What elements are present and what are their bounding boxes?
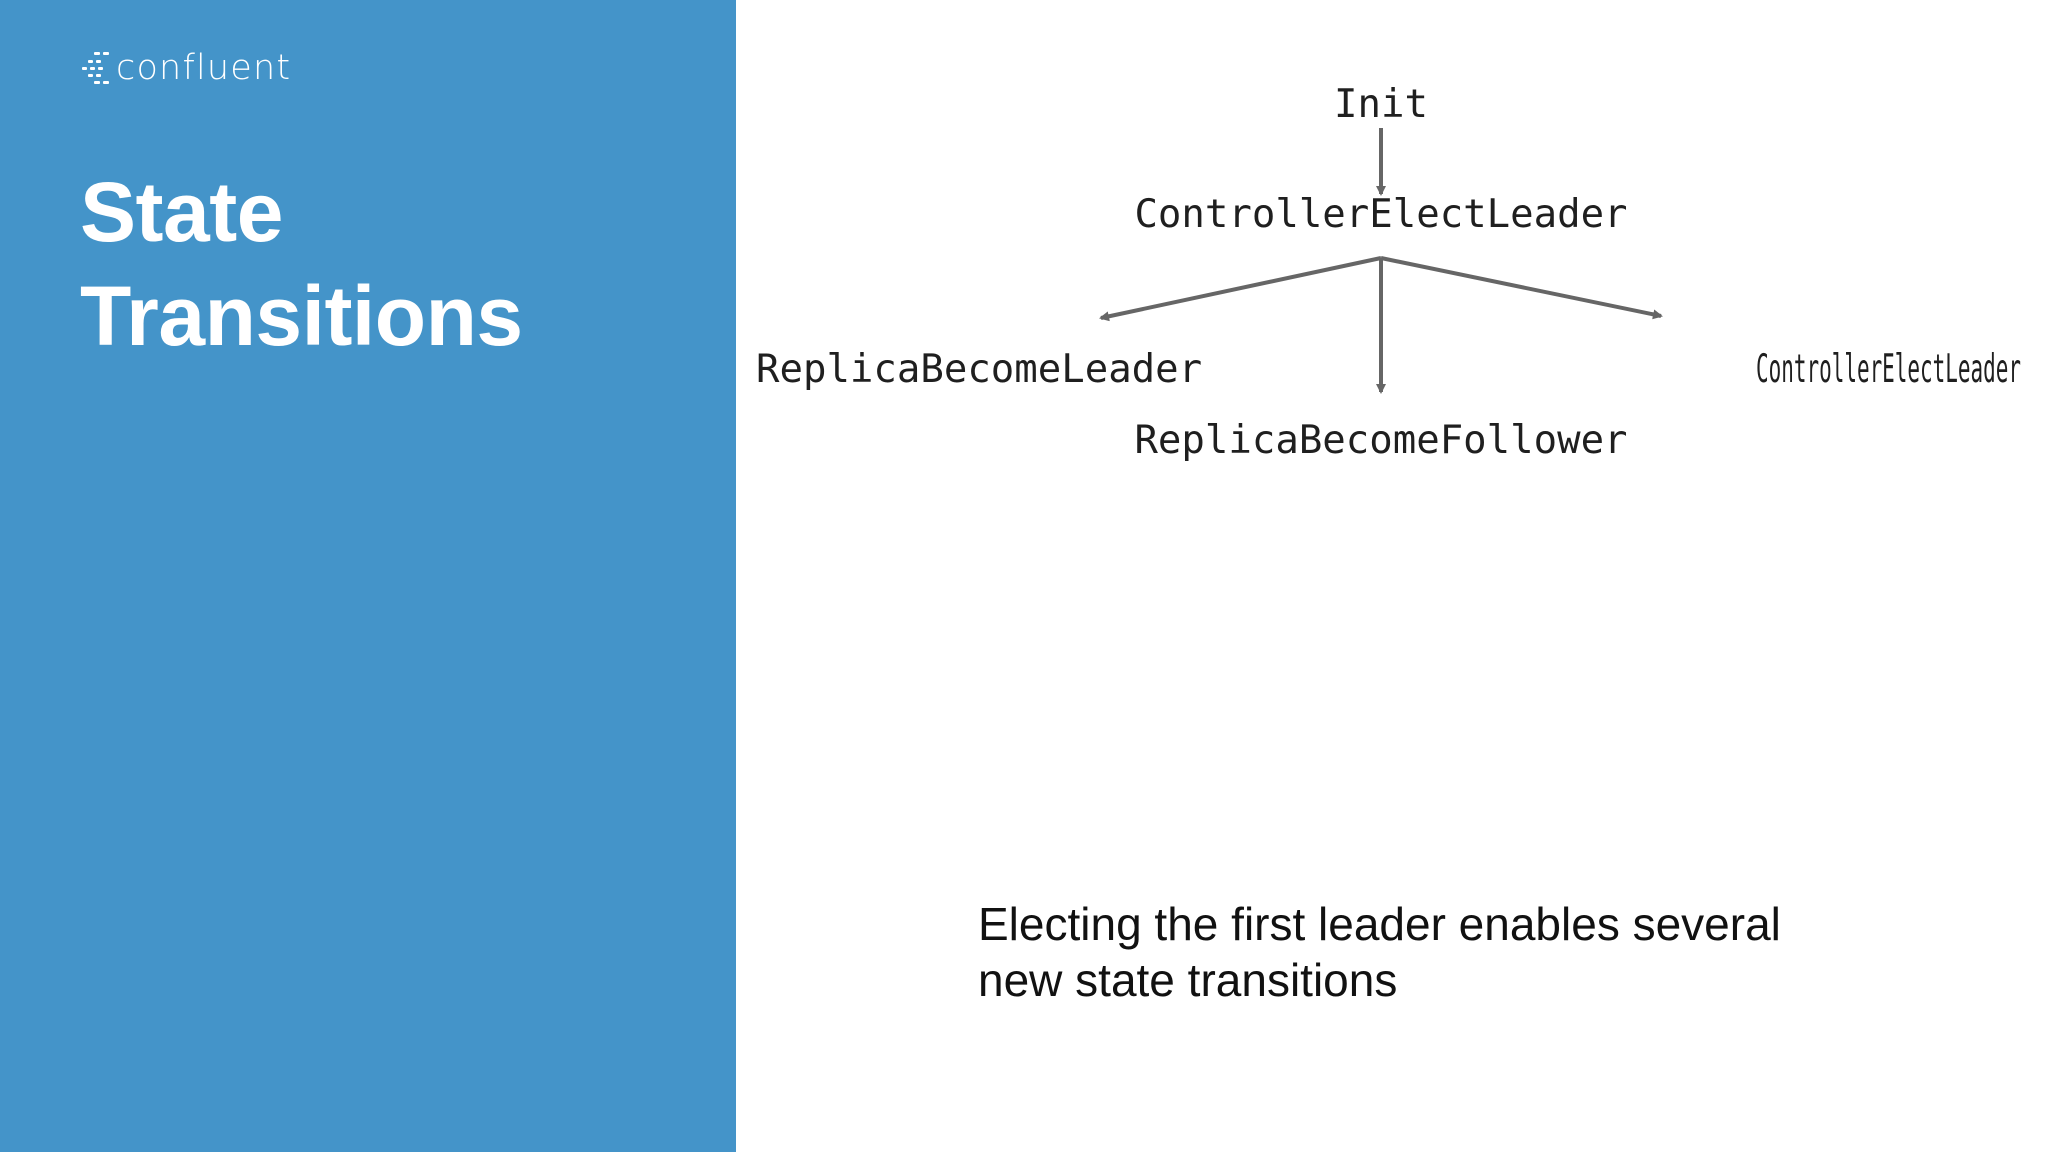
edge-controller-elect-leader-to-controller-elect-leader (1380, 256, 1663, 320)
brand-logo: confluent (82, 44, 291, 92)
caption: Electing the first leader enables severa… (978, 896, 1878, 1008)
caption-line-2: new state transitions (978, 954, 1398, 1006)
node-replica-become-leader: ReplicaBecomeLeader (756, 347, 1202, 392)
slide-title: State Transitions (80, 160, 523, 368)
node-init: Init (1334, 82, 1428, 127)
confluent-logo-icon (82, 52, 109, 84)
caption-line-1: Electing the first leader enables severa… (978, 898, 1781, 950)
node-controller-elect-leader-2: ControllerElectLeader (1756, 347, 2021, 392)
title-panel: confluent State Transitions (0, 0, 736, 1152)
state-transition-diagram-svg: Init ControllerElectLeader ReplicaBecome… (756, 82, 2021, 463)
node-replica-become-follower: ReplicaBecomeFollower (1134, 418, 1627, 463)
slide-title-line-1: State (80, 165, 283, 259)
slide-title-line-2: Transitions (80, 269, 523, 363)
state-transition-diagram: Init ControllerElectLeader ReplicaBecome… (736, 0, 2048, 520)
brand-name: confluent (116, 47, 292, 88)
edge-controller-elect-leader-to-replica-become-leader (1099, 256, 1382, 322)
node-controller-elect-leader: ControllerElectLeader (1134, 192, 1627, 237)
